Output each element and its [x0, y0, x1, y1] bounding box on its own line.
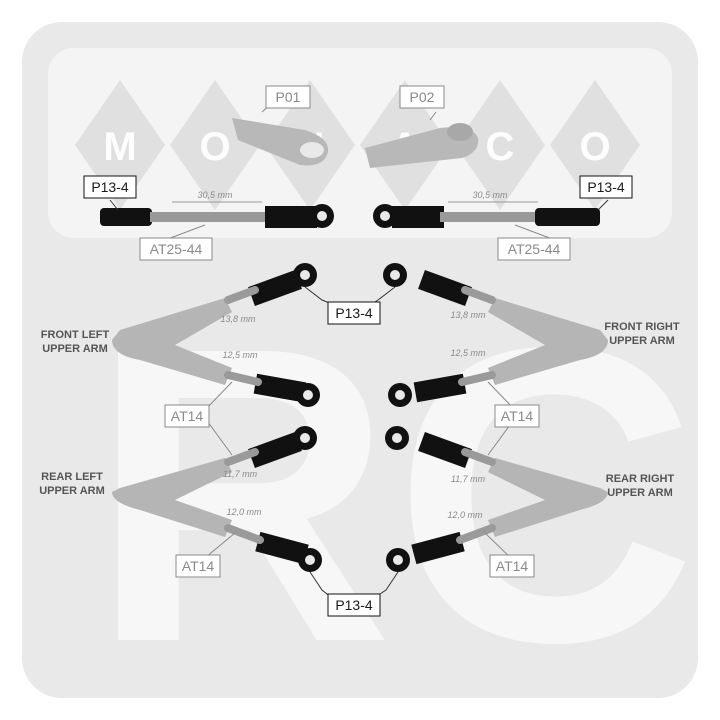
metal-links — [224, 286, 496, 544]
callout-at14-left-upper-text: AT14 — [171, 408, 204, 424]
callout-at14-right-lower: AT14 — [489, 554, 535, 578]
dim-rear-right-b: 12,0 mm — [447, 510, 483, 520]
label-rear-left-2: UPPER ARM — [39, 485, 105, 497]
callout-p01-text: P01 — [276, 89, 301, 105]
label-front-left-1: FRONT LEFT — [41, 329, 110, 341]
label-rear-left-1: REAR LEFT — [41, 471, 103, 483]
callout-p13-top-left-text: P13-4 — [91, 179, 129, 195]
callout-p13-center-bottom: P13-4 — [327, 593, 381, 617]
callout-at14-right-upper: AT14 — [494, 404, 540, 428]
callout-p01: P01 — [265, 85, 311, 109]
callout-at14-right-lower-text: AT14 — [496, 558, 529, 574]
callout-at14-left-upper: AT14 — [164, 404, 210, 428]
callout-at14-right-upper-text: AT14 — [501, 408, 534, 424]
callout-at25-left: AT25-44 — [139, 237, 213, 261]
label-front-right-2: UPPER ARM — [609, 335, 675, 347]
arm-rear-right — [488, 458, 608, 537]
rod-ends-right — [383, 263, 472, 572]
callout-p13-top-right: P13-4 — [579, 175, 633, 199]
rod-top-right — [373, 204, 600, 228]
label-front-left-2: UPPER ARM — [42, 343, 108, 355]
label-rear-right-2: UPPER ARM — [607, 487, 673, 499]
callout-at25-right: AT25-44 — [497, 237, 571, 261]
arm-rear-left — [112, 458, 232, 537]
part-p02 — [365, 111, 479, 168]
dim-front-right-a: 13,8 mm — [450, 310, 486, 320]
callout-p02: P02 — [399, 85, 445, 109]
arm-front-left — [112, 298, 232, 385]
arm-front-right — [488, 298, 608, 385]
rod-top-left — [100, 204, 334, 228]
callout-at25-left-text: AT25-44 — [150, 241, 203, 257]
rod-ends-left — [248, 263, 322, 572]
dim-top-left: 30,5 mm — [197, 190, 233, 200]
label-rear-right-1: REAR RIGHT — [606, 473, 675, 485]
callout-at25-right-text: AT25-44 — [508, 241, 561, 257]
callout-p13-center-top-text: P13-4 — [335, 305, 373, 321]
dim-front-right-b: 12,5 mm — [450, 348, 486, 358]
watermark-letter-o: O — [199, 125, 230, 169]
dim-rear-left-a: 11,7 mm — [223, 469, 258, 479]
dim-top-right: 30,5 mm — [472, 190, 508, 200]
dim-front-left-a: 13,8 mm — [220, 314, 256, 324]
label-front-right-1: FRONT RIGHT — [604, 321, 679, 333]
watermark-letter-c: C — [486, 125, 515, 169]
callout-p02-text: P02 — [410, 89, 435, 105]
callout-p13-top-right-text: P13-4 — [587, 179, 625, 195]
dim-rear-left-b: 12,0 mm — [226, 507, 262, 517]
dim-rear-right-a: 11,7 mm — [451, 474, 486, 484]
dim-front-left-b: 12,5 mm — [222, 350, 258, 360]
callout-p13-top-left: P13-4 — [83, 175, 137, 199]
callout-at14-left-lower-text: AT14 — [182, 558, 215, 574]
watermark-letter-m: M — [103, 125, 136, 169]
callout-at14-left-lower: AT14 — [175, 554, 221, 578]
watermark-letter-o2: O — [579, 125, 610, 169]
callout-p13-center-top: P13-4 — [327, 301, 381, 325]
callout-p13-center-bottom-text: P13-4 — [335, 597, 373, 613]
